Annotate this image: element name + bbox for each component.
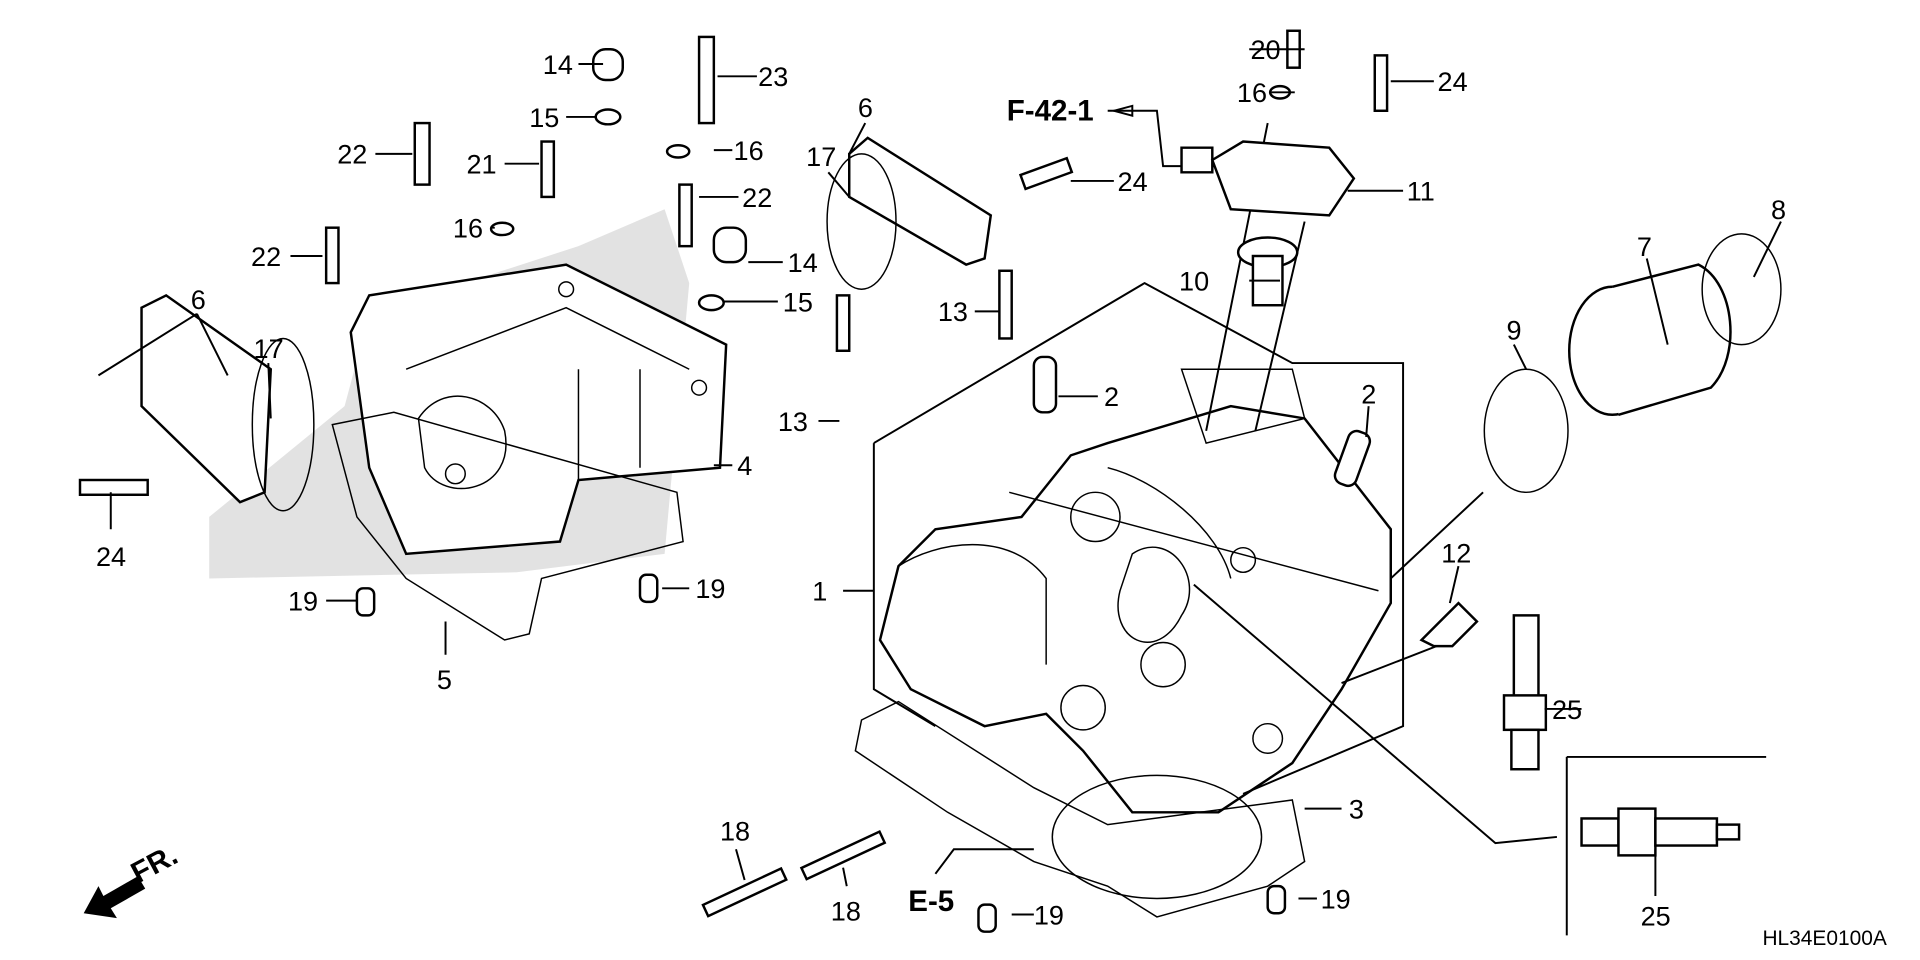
callout-20: 20: [1250, 34, 1280, 65]
callout-23: 23: [758, 61, 788, 92]
callout-22: 22: [337, 139, 367, 170]
cylinder-head-cover[interactable]: [349, 263, 728, 556]
callout-16: 16: [1237, 77, 1267, 108]
callout-9: 9: [1506, 315, 1521, 346]
breather-cover-left[interactable]: [140, 293, 273, 504]
ref-f-42-1[interactable]: F-42-1: [1007, 95, 1094, 128]
callout-24: 24: [96, 541, 126, 572]
callout-4: 4: [737, 450, 752, 481]
callout-18: 18: [831, 896, 861, 927]
callout-14: 14: [788, 247, 818, 278]
callout-19: 19: [1321, 883, 1351, 914]
head-cover-gasket[interactable]: [331, 411, 684, 641]
callout-13: 13: [778, 406, 808, 437]
callout-8: 8: [1771, 194, 1786, 225]
leader-lines: [1193, 122, 1558, 845]
ref-e-5[interactable]: E-5: [908, 885, 954, 918]
band-9[interactable]: [1483, 368, 1569, 494]
callout-13: 13: [938, 296, 968, 327]
callout-12: 12: [1441, 537, 1471, 568]
callout-16: 16: [734, 135, 764, 166]
callout-6: 6: [191, 284, 206, 315]
callout-19: 19: [695, 573, 725, 604]
callout-1: 1: [812, 576, 827, 607]
temp-sensor[interactable]: [1419, 601, 1479, 648]
callout-11: 11: [1407, 176, 1435, 207]
band-8[interactable]: [1701, 233, 1782, 346]
callout-2: 2: [1104, 381, 1119, 412]
assembly-frame: [872, 281, 1767, 936]
front-arrow-icon: [83, 876, 146, 919]
callout-17: 17: [806, 141, 836, 172]
callouts: 1 2 2 3 4 5 6 6 7 8 9 10 11 12 13 13 14 …: [96, 34, 1887, 950]
o-ring-top[interactable]: [826, 153, 897, 290]
thermostat-cover[interactable]: [1180, 140, 1356, 217]
fasteners: [78, 29, 1389, 933]
callout-16: 16: [453, 213, 483, 244]
callout-19: 19: [288, 585, 318, 616]
callout-7: 7: [1637, 231, 1652, 262]
callout-25: 25: [1641, 901, 1671, 932]
callout-15: 15: [529, 102, 559, 133]
callout-24: 24: [1438, 66, 1468, 97]
arrow-icon: [1110, 104, 1134, 117]
callout-leaders: [97, 48, 1782, 916]
cylinder-head[interactable]: [878, 368, 1392, 814]
callout-10: 10: [1179, 265, 1209, 296]
callout-6: 6: [858, 92, 873, 123]
callout-17: 17: [254, 333, 284, 364]
callout-18: 18: [720, 816, 750, 847]
callout-15: 15: [783, 286, 813, 317]
callout-19: 19: [1034, 899, 1064, 930]
callout-22: 22: [251, 241, 281, 272]
callout-5: 5: [437, 664, 452, 695]
callout-14: 14: [543, 49, 573, 80]
drawing-code: HL34E0100A: [1762, 927, 1886, 950]
callout-3: 3: [1349, 793, 1364, 824]
spark-plug[interactable]: [1502, 614, 1548, 771]
bore-outline: [1051, 774, 1263, 900]
callout-25: 25: [1552, 694, 1582, 725]
front-direction-arrow: FR.: [83, 838, 183, 919]
o-ring-left[interactable]: [251, 337, 315, 512]
callout-22: 22: [742, 182, 772, 213]
insulator[interactable]: [1568, 263, 1732, 416]
spark-plug-detail[interactable]: [1580, 807, 1741, 857]
thermostat[interactable]: [1236, 236, 1299, 307]
breather-cover-top[interactable]: [848, 136, 993, 266]
cylinder-head-gasket[interactable]: [854, 700, 1306, 918]
callout-2: 2: [1361, 379, 1376, 410]
callout-21: 21: [466, 149, 496, 180]
callout-24: 24: [1118, 166, 1148, 197]
